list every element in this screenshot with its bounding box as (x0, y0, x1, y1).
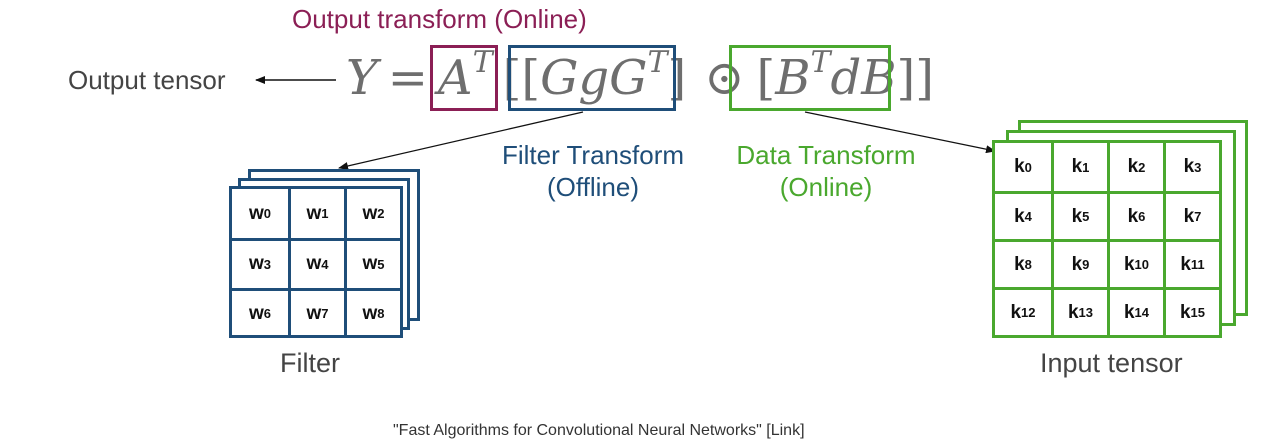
eq-filter-g2: g (578, 50, 610, 106)
eq-data-close: ] (896, 50, 916, 106)
eq-y: Y (346, 50, 378, 106)
eq-equals: = (387, 50, 428, 106)
eq-outer-open: [ (502, 50, 522, 106)
filter-transform-box (508, 45, 676, 111)
eq-data-d: d (830, 50, 862, 106)
eq-a: A (437, 50, 473, 106)
data-transform-label: Data Transform (Online) (716, 139, 936, 203)
filter-transform-line2: (Offline) (547, 172, 639, 202)
filter-transform-line1: Filter Transform (501, 140, 685, 170)
eq-filter-open: [ (521, 50, 541, 106)
eq-filter-g3: G (609, 50, 648, 106)
eq-data-b1: B (775, 50, 811, 106)
eq-odot: ⊙ (704, 50, 745, 106)
input-tensor-label: Input tensor (1040, 348, 1183, 378)
citation: "Fast Algorithms for Convolutional Neura… (393, 422, 805, 439)
eq-filter-sup: T (647, 45, 668, 80)
eq-data-open: [ (756, 50, 776, 106)
output-tensor-label: Output tensor (68, 65, 226, 95)
data-transform-box (729, 45, 891, 111)
data-transform-line2: (Online) (779, 172, 873, 202)
eq-data-sup: T (810, 45, 831, 80)
data-arrow (804, 111, 996, 154)
output-transform-title: Output transform (Online) (292, 4, 587, 34)
filter-label: Filter (280, 348, 340, 378)
eq-a-sup: T (472, 45, 493, 80)
eq-filter-close: ] (667, 50, 687, 106)
filter-transform-label: Filter Transform (Offline) (480, 139, 706, 203)
eq-outer-close: ] (915, 50, 934, 106)
data-transform-line1: Data Transform (736, 140, 916, 170)
eq-filter-g1: G (540, 50, 579, 106)
output-transform-box (430, 45, 498, 111)
equation: Y=AT[[GgGT]⊙[BTdB]] (346, 46, 934, 110)
filter-arrow (338, 111, 584, 170)
